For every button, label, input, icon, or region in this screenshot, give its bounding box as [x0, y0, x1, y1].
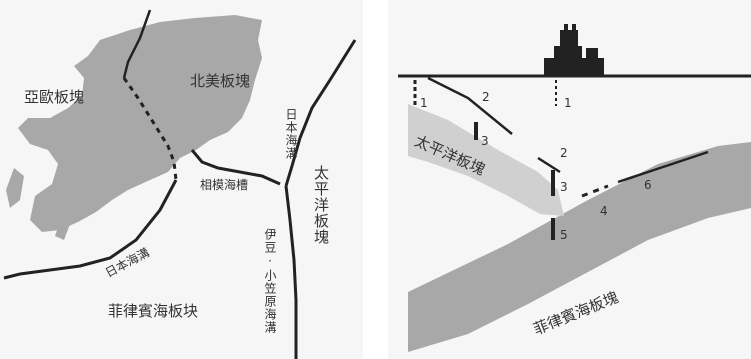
eurasia-na-boundary: [122, 77, 178, 181]
island-small-3: [98, 38, 108, 52]
marker-label-4: 4: [600, 204, 608, 218]
pacific-boundary-upper: [284, 39, 357, 187]
plate-map-panel: 亞歐板塊 北美板塊 日本海溝 相模海槽 太平洋板塊 日本海溝 伊豆·小笠原海溝 …: [0, 0, 363, 359]
japan-landmass: [18, 15, 262, 232]
island-small-1: [6, 168, 24, 208]
plate-map-svg: [3, 9, 357, 359]
philippine-boundary-solid: [617, 150, 709, 184]
marker-label-1a: 1: [420, 96, 428, 110]
pacific-plate-slab: [408, 104, 564, 216]
island-small-2: [55, 215, 70, 240]
pacific-plate-label: 太平洋板塊: [312, 165, 330, 245]
marker-label-2a: 2: [482, 90, 490, 104]
philippine-boundary-dashed: [581, 184, 609, 198]
slab-boundary-2: [537, 156, 561, 174]
sea-of-japan-label: 日本海溝: [284, 108, 298, 160]
marker-label-5: 5: [560, 228, 568, 242]
sagami-trough-line: [190, 149, 281, 186]
marker-label-2b: 2: [560, 146, 568, 160]
marker-label-1b: 1: [564, 96, 572, 110]
city-building-icon: [544, 24, 604, 76]
sagami-trough-label: 相模海槽: [200, 178, 249, 192]
marker-label-3b: 3: [560, 180, 568, 194]
na-boundary-north: [122, 9, 152, 79]
izu-bonin-trench-label: 伊豆·小笠原海溝: [263, 228, 277, 334]
pacific-slab-boundary: [427, 76, 513, 135]
marker-label-6: 6: [644, 178, 652, 192]
philippine-plate-slab: [408, 142, 751, 352]
eurasian-plate-label: 亞歐板塊: [24, 88, 85, 106]
cross-section-panel: 1 2 3 1 2 3 4 5 6 太平洋板塊 菲律賓海板塊: [388, 0, 751, 359]
marker-label-3a: 3: [481, 134, 489, 148]
north-american-plate-label: 北美板塊: [190, 72, 251, 90]
izu-bonin-trench-line: [284, 185, 298, 359]
philippine-plate-label: 菲律賓海板块: [108, 302, 199, 320]
japan-trench-line: [3, 179, 178, 280]
cross-section-svg: [398, 24, 751, 352]
